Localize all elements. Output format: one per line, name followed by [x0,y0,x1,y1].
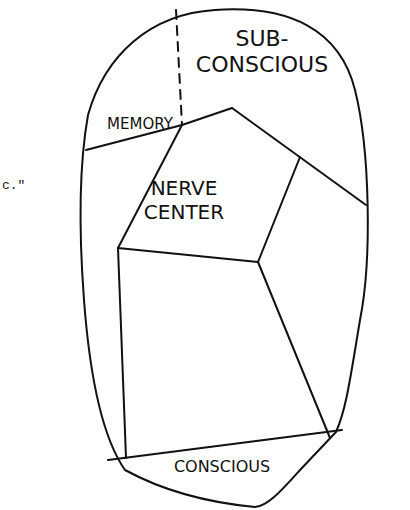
text-fragment: c." [2,178,25,193]
memory-divider-dashed [176,10,182,125]
conscious-band-line [108,430,342,460]
sub-conscious-bottom-line [232,108,366,205]
region-name: MEMORY [107,115,173,133]
region-label: NERVE CENTER [138,175,230,225]
nerve-center-right-line [258,157,300,262]
region-name: CONSCIOUS [174,457,270,476]
region-label: SUB- CONSCIOUS [187,25,337,80]
lower-left-line [118,248,126,458]
lower-right-line [258,262,330,438]
region-name: SUB- CONSCIOUS [189,26,335,79]
nerve-center-bottom-line [118,248,258,262]
region-label: CONSCIOUS [172,456,272,477]
nerve-center-top-line [182,108,232,125]
region-name: NERVE CENTER [140,176,228,224]
head-outline [81,9,368,507]
region-label: MEMORY [105,114,175,134]
